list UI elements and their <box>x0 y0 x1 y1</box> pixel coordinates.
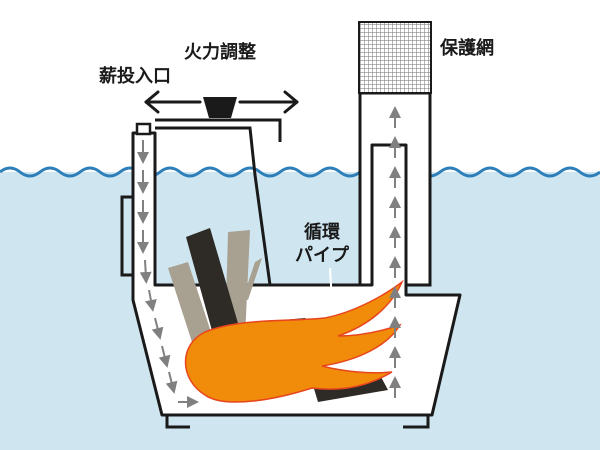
stove-handle <box>120 195 133 277</box>
fuel-channel-wall <box>155 126 272 286</box>
slide-arrows <box>144 90 299 114</box>
circulation-pipe-label-line2: パイプ <box>295 244 350 266</box>
knob-icon <box>203 97 237 118</box>
arrow-down-icon <box>165 371 178 394</box>
air-flow-arrows <box>137 106 401 408</box>
arrow-down-icon <box>158 345 171 368</box>
circulation-pipe-label-line1: 循環 <box>304 221 341 243</box>
fire-control-plate <box>155 118 282 142</box>
stove-leg-right <box>403 415 430 429</box>
protective-mesh <box>358 21 432 94</box>
circulation-pipe-leader <box>329 267 333 303</box>
fuel-inlet-label: 薪投入口 <box>99 65 171 87</box>
arrow-down-icon <box>139 259 152 284</box>
water-wave-line <box>0 166 600 178</box>
arrow-down-icon <box>151 317 164 340</box>
fuel-inlet-cap <box>135 122 152 136</box>
protective-mesh-label: 保護網 <box>439 37 494 59</box>
stove-leg-left <box>165 415 190 429</box>
arrow-down-icon <box>144 289 157 312</box>
fire-control-label: 火力調整 <box>184 41 256 63</box>
